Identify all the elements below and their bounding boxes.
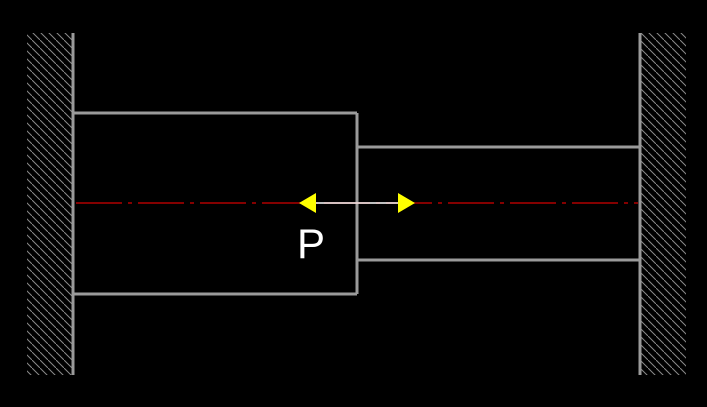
- load-label: P: [297, 220, 325, 267]
- left-arrowhead-icon: [299, 193, 316, 213]
- right-arrowhead-icon: [398, 193, 415, 213]
- small-segment: [357, 145, 640, 262]
- left-wall-hatching: [27, 33, 73, 375]
- right-fixed-support: [638, 33, 686, 375]
- right-wall-hatching: [640, 33, 686, 375]
- load-arrow: [299, 193, 415, 213]
- left-fixed-support: [27, 33, 75, 375]
